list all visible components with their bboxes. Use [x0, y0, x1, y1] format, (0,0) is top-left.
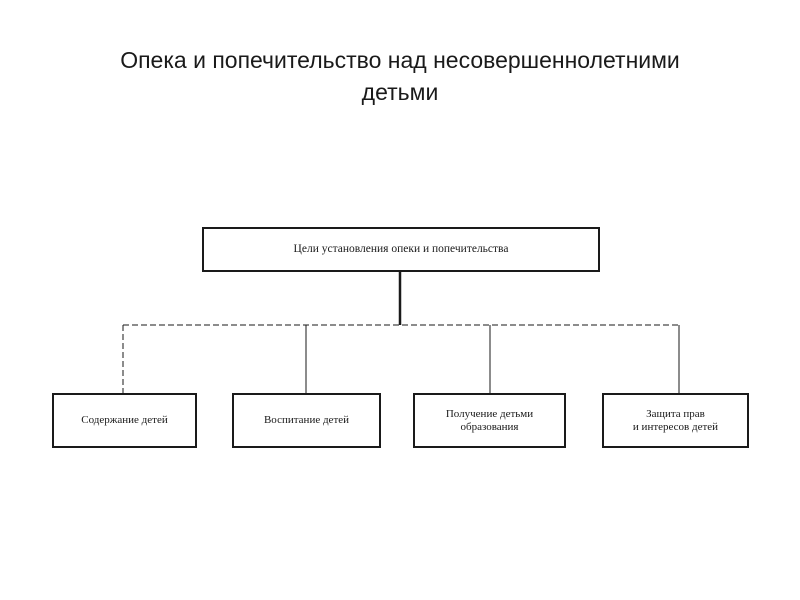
- slide-title-line-1: Опека и попечительство над несовершеннол…: [120, 47, 680, 73]
- root-node: Цели установления опеки и попечительства: [202, 227, 600, 272]
- child-node-rights-protection: Защита прав и интересов детей: [602, 393, 749, 448]
- slide-title-line-2: детьми: [361, 79, 439, 105]
- child-node-upbringing: Воспитание детей: [232, 393, 381, 448]
- child-node-maintenance: Содержание детей: [52, 393, 197, 448]
- slide-title: Опека и попечительство над несовершеннол…: [40, 44, 760, 108]
- child-node-education: Получение детьми образования: [413, 393, 566, 448]
